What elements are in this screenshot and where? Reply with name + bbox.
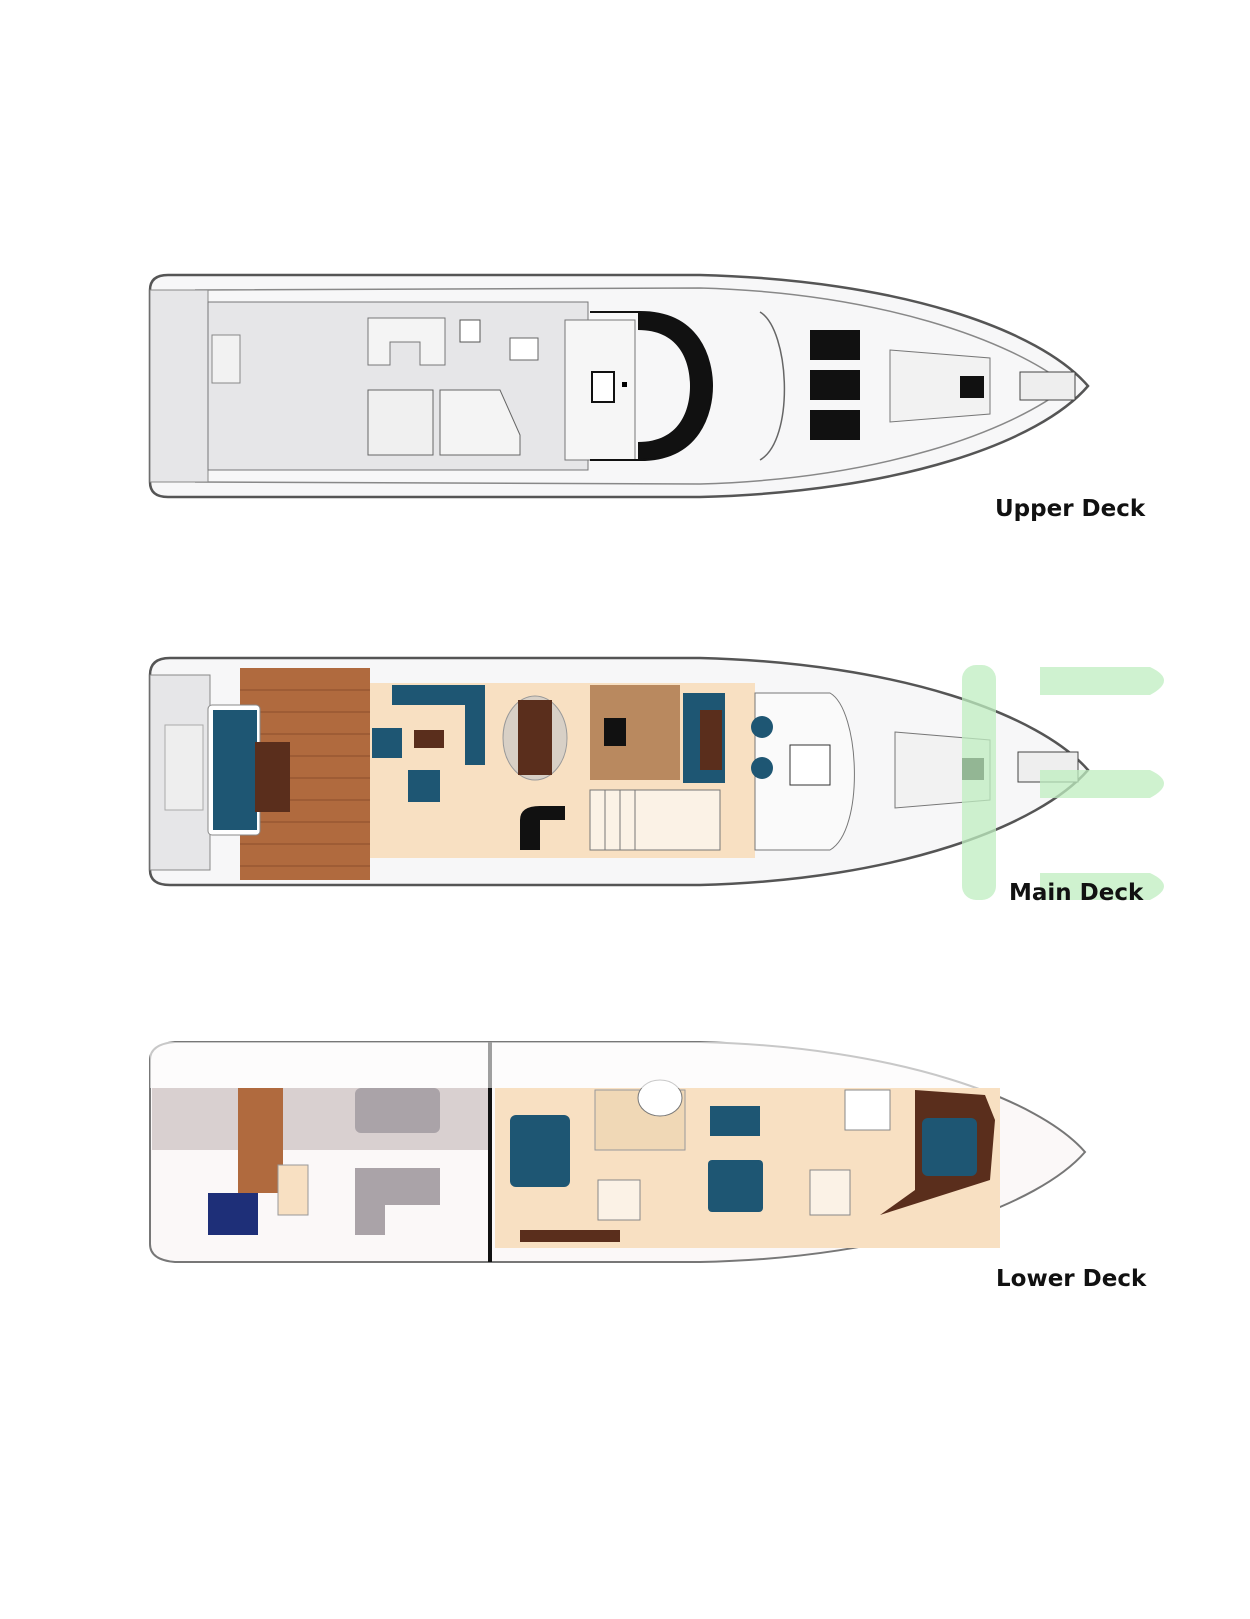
crew-mess-floor [238, 1088, 283, 1193]
helm-chair-2 [751, 757, 773, 779]
lower-stairs [597, 1169, 851, 1221]
galley-cooktop [604, 718, 626, 746]
main-deck-drawing [148, 656, 1164, 900]
main-deck-plan: Main Deck [0, 630, 1250, 920]
helm-console [789, 744, 831, 786]
upper-deck-plan: Upper Deck [0, 250, 1250, 540]
swim-platform [149, 289, 209, 483]
helm-chair-1 [751, 716, 773, 738]
table [367, 389, 434, 456]
armchair-2 [408, 770, 440, 802]
watermark-logo [962, 665, 1164, 900]
tv-cabinet [520, 806, 565, 850]
dining-table [518, 700, 552, 775]
armchair-1 [372, 728, 402, 758]
forward-cabin-bath [844, 1089, 891, 1131]
master-bed [510, 1115, 570, 1187]
aft-sunpad [211, 334, 241, 384]
engine-1 [355, 1088, 440, 1133]
watermark-logo-part [1040, 667, 1164, 695]
deck-label-main: Main Deck [1009, 880, 1144, 906]
windshield [638, 312, 712, 460]
deck-label-lower: Lower Deck [996, 1266, 1147, 1292]
lower-stairs-part [597, 1179, 641, 1221]
hardtop-edge [759, 311, 786, 461]
bar-counter [509, 337, 539, 361]
garage-hatch [164, 724, 204, 811]
helm-dot [622, 382, 627, 387]
helm-seat [591, 371, 615, 403]
vip-bed [710, 1106, 760, 1136]
engine-2 [355, 1168, 440, 1235]
l-sofa [367, 317, 446, 366]
foredeck-sunpad [889, 349, 991, 423]
aft-sofa-cushion [213, 710, 257, 830]
crew-cabin-bed [208, 1193, 258, 1235]
grill [459, 319, 481, 343]
skylight-3 [810, 410, 860, 440]
master-desk [520, 1230, 620, 1242]
deck-label-upper: Upper Deck [995, 496, 1146, 522]
dinette-table [700, 710, 722, 770]
guest-bed [708, 1160, 763, 1212]
stairs-part [589, 789, 721, 851]
ghost-overlay [150, 1042, 1090, 1088]
lower-deck-drawing [149, 1041, 1090, 1263]
watermark-logo-part [962, 665, 996, 900]
salon-l-sofa [392, 685, 485, 765]
corner-sofa [439, 389, 521, 456]
watermark-logo-part [1040, 770, 1164, 798]
watermark-logo-part [1040, 873, 1164, 900]
stairs [589, 789, 721, 851]
upper-deck-drawing [148, 273, 1090, 499]
forward-bed [922, 1118, 977, 1176]
lower-deck-plan: Lower Deck [0, 1020, 1250, 1310]
lower-stairs-part [809, 1169, 851, 1216]
skylight-2 [810, 370, 860, 400]
galley [590, 685, 680, 780]
hardtop-outline [590, 311, 714, 461]
foredeck-hatch [960, 376, 984, 398]
aft-table [255, 742, 290, 812]
crew-head [277, 1164, 309, 1216]
anchor-windlass [1019, 371, 1076, 401]
skylight-1 [810, 330, 860, 360]
coffee-table [414, 730, 444, 748]
